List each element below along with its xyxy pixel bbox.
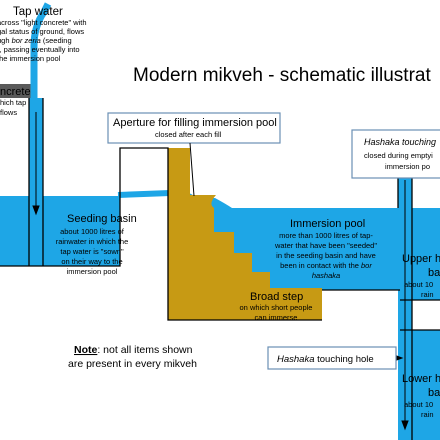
- upper-basin-water: [400, 208, 440, 300]
- upper-basin-line-2: about 10: [404, 280, 433, 289]
- upper-basin-heading: Upper h: [402, 253, 440, 265]
- hashaka-top-line-3: immersion po: [385, 162, 430, 171]
- immersion-line-2: water that have been "seeded": [274, 241, 377, 250]
- immersion-line-5: hashaka: [312, 271, 340, 280]
- immersion-line-3: in the seeding basin and have: [276, 251, 376, 260]
- hashaka-bottom-callout-box: [267, 346, 397, 370]
- seeding-line-4: on their way to the: [61, 257, 122, 266]
- concrete-line-1: hich tap: [0, 98, 26, 107]
- lower-basin-line-3: rain: [421, 410, 434, 419]
- immersion-pool-heading: Immersion pool: [290, 218, 365, 230]
- note-line-1: Note: not all items shown: [74, 344, 193, 356]
- seeding-line-2: rainwater in which the: [56, 237, 129, 246]
- tap-water-heading: Tap water: [13, 6, 63, 18]
- steps-concrete: [168, 148, 322, 320]
- upper-basin-line-3: rain: [421, 290, 434, 299]
- broad-step: [230, 288, 322, 320]
- aperture-title: Aperture for filling immersion pool: [113, 117, 277, 129]
- tap-water-line-2: gal status of ground, flows: [0, 27, 84, 36]
- tap-water-line-3: ugh bor zeria (seeding: [0, 36, 72, 45]
- immersion-pool-desc: more than 1000 litres of tap- water that…: [274, 231, 377, 280]
- lower-basin-line-1: ba: [428, 387, 440, 399]
- seeding-line-1: about 1000 litres of: [60, 227, 125, 236]
- immersion-line-4: been in contact with the bor: [280, 261, 372, 270]
- hashaka-bottom-label: Hashaka touching hole: [277, 354, 374, 365]
- lower-basin-heading: Lower h: [402, 373, 440, 385]
- hashaka-top-callout-box: [351, 129, 440, 179]
- broad-step-heading: Broad step: [250, 291, 303, 303]
- lower-basin-line-2: about 10: [404, 400, 433, 409]
- aperture-leader: [189, 142, 195, 197]
- aperture-subtitle: closed after each fill: [155, 130, 222, 139]
- tap-pipe: [30, 2, 52, 98]
- concrete-line-2: flows: [0, 108, 17, 117]
- tap-water-line-5: the immersion pool: [0, 54, 61, 63]
- tap-water-line-4: ), passing eventually into: [0, 45, 80, 54]
- basin-outlines: [0, 98, 440, 440]
- tap-water-desc: across "light concrete" with gal status …: [0, 18, 87, 63]
- pipe-stub: [0, 84, 32, 98]
- page-title: Modern mikveh - schematic illustrat: [133, 65, 431, 86]
- concrete-heading: ncrete: [0, 86, 31, 98]
- hashaka-top-title: Hashaka touching: [364, 137, 436, 147]
- immersion-line-1: more than 1000 litres of tap-: [279, 231, 373, 240]
- tap-water-line-1: across "light concrete" with: [0, 18, 87, 27]
- seeding-basin-desc: about 1000 litres of rainwater in which …: [56, 227, 129, 276]
- aperture-callout-box: [107, 112, 281, 144]
- note-line-2: are present in every mikveh: [68, 358, 197, 370]
- upper-basin-line-1: ba: [428, 267, 440, 279]
- seeding-basin-heading: Seeding basin: [67, 213, 137, 225]
- broad-step-line-1: on which short people: [240, 303, 313, 312]
- seeding-line-5: immersion pool: [67, 267, 118, 276]
- broad-step-line-2: can immerse: [255, 313, 298, 322]
- seeding-line-3: tap water is "sown": [60, 247, 124, 256]
- seeding-basin-water: [0, 196, 120, 266]
- hashaka-top-line-2: closed during emptyi: [364, 151, 433, 160]
